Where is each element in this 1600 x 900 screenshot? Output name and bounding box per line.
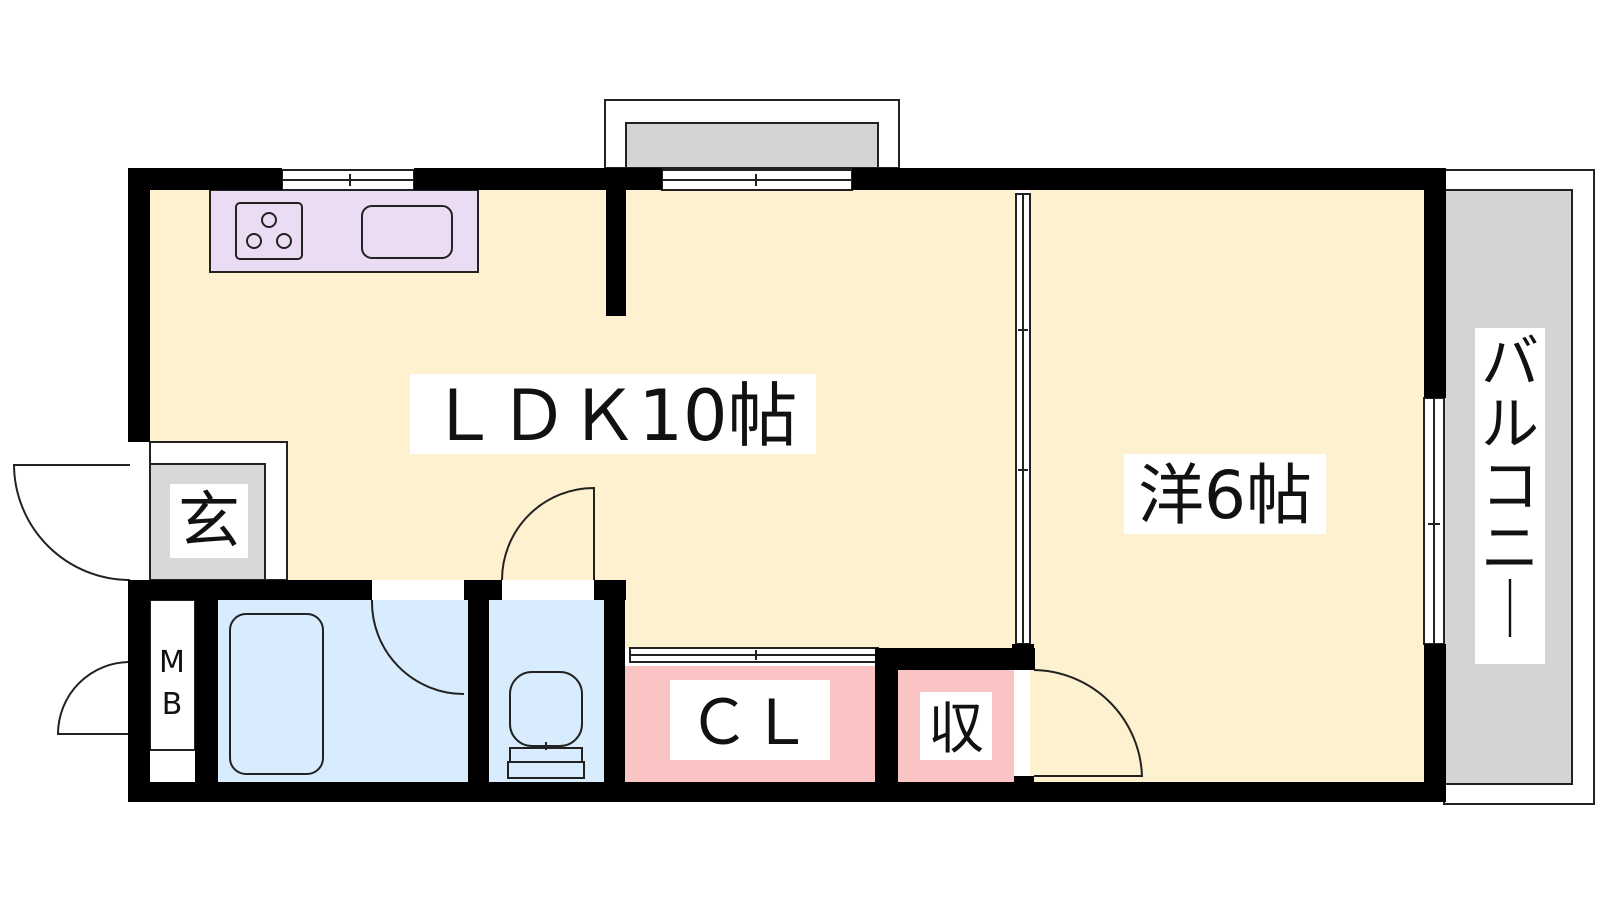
balcony-label-char: コ	[1481, 452, 1539, 520]
storage-label: 収	[920, 692, 992, 762]
balcony-label-char: バ	[1481, 328, 1539, 396]
balcony-label-char: ル	[1481, 390, 1539, 458]
toilet-icon	[507, 671, 585, 779]
bedroom-label: 洋6帖	[1124, 454, 1326, 534]
bathtub-icon	[229, 613, 324, 775]
bedroom-label-text: 洋6帖	[1138, 457, 1312, 534]
sink-icon	[361, 205, 453, 259]
meter-box-label: M B	[159, 645, 185, 722]
entrance-label-text: 玄	[178, 484, 240, 557]
ldk-lower-floor	[622, 570, 1015, 648]
entrance-label: 玄	[170, 484, 248, 558]
meter-box-label-b: B	[162, 687, 183, 722]
door-swings	[12, 464, 1144, 777]
sliding-partitions	[629, 193, 1031, 663]
meter-box-label-m: M	[159, 645, 185, 680]
balcony-label-text: バルコニ｜	[1481, 328, 1539, 644]
closet-label: ＣＬ	[670, 680, 830, 760]
ldk-label-text: ＬＤＫ10帖	[428, 375, 797, 457]
ldk-label: ＬＤＫ10帖	[410, 374, 816, 457]
balcony-label-char: ニ	[1481, 514, 1539, 582]
balcony-label-char: ｜	[1481, 576, 1539, 644]
storage-label-text: 収	[928, 697, 984, 762]
balcony-label: バルコニ｜	[1475, 328, 1545, 664]
closet-label-text: ＣＬ	[688, 686, 812, 759]
top-balcony	[604, 99, 900, 169]
stove-icon	[235, 202, 303, 260]
walls	[128, 168, 1446, 802]
kitchen-counter	[209, 189, 479, 273]
